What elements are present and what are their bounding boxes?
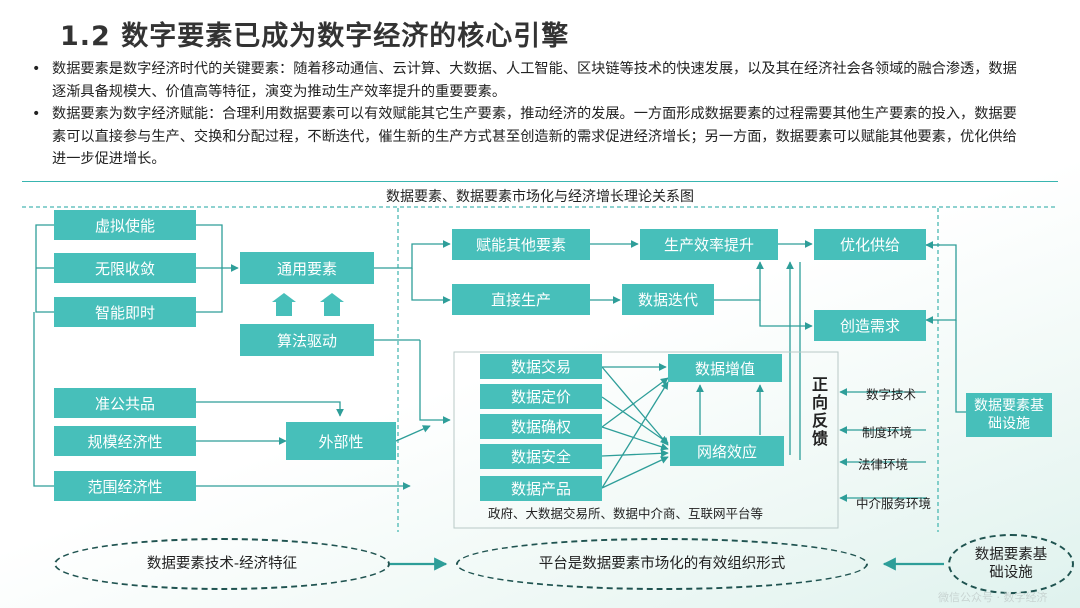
arrow-to-demand: [759, 300, 813, 330]
algo-up-arrows: [272, 293, 344, 316]
arrow-to-external: [196, 401, 344, 417]
node-quasi-public-good: 准公共品: [54, 388, 196, 418]
arrow-to-enable: [374, 240, 451, 269]
arrow-to-platform: [419, 340, 451, 424]
node-create-demand: 创造需求: [814, 310, 926, 341]
arrow-to-demand: [925, 244, 957, 324]
env-institutional: 制度环境: [862, 425, 913, 440]
page-title: 1.2 数字要素已成为数字经济的核心引擎: [60, 21, 570, 52]
diagram-top-rule: [22, 181, 1058, 182]
up-arrow-icon: [272, 293, 296, 316]
node-efficiency-boost: 生产效率提升: [640, 229, 778, 260]
arrow-to-network: [601, 449, 669, 458]
node-data-iteration: 数据迭代: [622, 284, 714, 315]
node-economies-of-scale: 规模经济性: [54, 426, 196, 456]
platform-region: [453, 351, 839, 529]
bullet-list: • 数据要素是数字经济时代的关键要素：随着移动通信、云计算、大数据、人工智能、区…: [30, 58, 1030, 171]
arrow-to-efficiency: [714, 261, 764, 301]
node-network-effect: 网络效应: [670, 436, 784, 466]
node-externality: 外部性: [286, 422, 396, 460]
ellipse-platform-form: 平台是数据要素市场化的有效组织形式: [456, 538, 868, 590]
platform-caption: 政府、大数据交易所、数据中介商、互联网平台等: [488, 506, 764, 521]
env-legal: 法律环境: [858, 457, 909, 472]
node-direct-production: 直接生产: [452, 284, 590, 315]
node-data-security: 数据安全: [480, 444, 602, 469]
arrow-to-platform: [395, 425, 431, 442]
bullet-item: • 数据要素是数字经济时代的关键要素：随着移动通信、云计算、大数据、人工智能、区…: [30, 58, 1030, 103]
feedback-char: 正: [811, 375, 828, 394]
env-intermediary: 中介服务环境: [856, 496, 932, 511]
up-arrow-icon: [320, 293, 344, 316]
node-data-pricing: 数据定价: [480, 384, 602, 409]
bullet-text: 数据要素为数字经济赋能：合理利用数据要素可以有效赋能其它生产要素，推动经济的发展…: [52, 106, 1017, 167]
node-data-product: 数据产品: [480, 476, 602, 501]
arrow-to-network: [601, 426, 669, 451]
env-digital-tech: 数字技术: [866, 387, 917, 402]
node-data-rights: 数据确权: [480, 414, 602, 439]
node-data-infrastructure: 数据要素基础设施: [966, 393, 1052, 437]
diagram-title: 数据要素、数据要素市场化与经济增长理论关系图: [386, 189, 694, 205]
arrow-to-direct: [411, 268, 451, 304]
node-economies-of-scope: 范围经济性: [54, 471, 196, 501]
arrow-to-value: [601, 377, 669, 428]
bracket-line: [196, 224, 223, 313]
ellipse-tech-econ-features: 数据要素技术-经济特征: [54, 538, 390, 590]
arrow-to-network: [601, 456, 669, 489]
bracket-line: [33, 312, 54, 487]
node-general-factor: 通用要素: [240, 252, 374, 284]
node-optimize-supply: 优化供给: [814, 229, 926, 260]
feedback-char: 向: [811, 393, 828, 412]
node-infinite-convergence: 无限收敛: [54, 253, 196, 283]
node-data-trading: 数据交易: [480, 354, 602, 379]
feedback-char: 反: [811, 411, 828, 430]
arrow-to-value: [601, 381, 669, 489]
positive-feedback-label: 正 向 反 馈: [810, 376, 830, 448]
node-intelligent-instant: 智能即时: [54, 297, 196, 327]
feedback-char: 馈: [811, 429, 828, 448]
connector-line: [955, 320, 966, 413]
node-algorithm-driven: 算法驱动: [240, 324, 374, 356]
arrow-to-network: [601, 396, 669, 444]
arrow-to-network: [601, 366, 669, 446]
node-virtual-enable: 虚拟使能: [54, 210, 196, 240]
bullet-icon: •: [32, 61, 41, 77]
node-enable-other-factors: 赋能其他要素: [452, 229, 590, 260]
ellipse-data-infrastructure: 数据要素基础设施: [948, 534, 1074, 594]
bullet-icon: •: [32, 106, 41, 122]
node-data-value-add: 数据增值: [668, 354, 782, 382]
bullet-item: • 数据要素为数字经济赋能：合理利用数据要素可以有效赋能其它生产要素，推动经济的…: [30, 103, 1030, 171]
bullet-text: 数据要素是数字经济时代的关键要素：随着移动通信、云计算、大数据、人工智能、区块链…: [52, 61, 1017, 100]
watermark: 微信公众号 · 数字经济: [938, 591, 1048, 604]
